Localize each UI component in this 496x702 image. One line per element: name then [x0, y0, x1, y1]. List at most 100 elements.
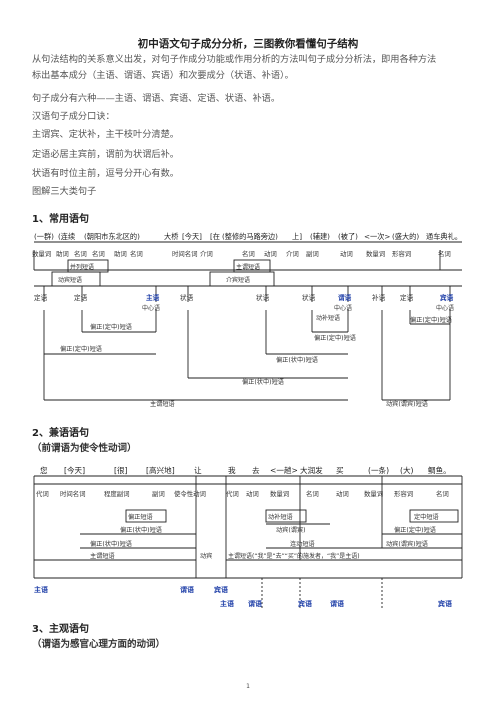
s1-role: 状语 [180, 293, 194, 302]
s1-pos: 时间名词 [172, 249, 198, 258]
s1-inner: 介宾短语 [226, 276, 250, 284]
s2-word: [很] [114, 466, 128, 475]
s1-pos: 介词 [200, 250, 213, 258]
s2-pos: 动词 [246, 490, 259, 498]
s2-role-subject: 主语 [220, 599, 234, 608]
s2-role-object: 宾语 [298, 599, 312, 608]
s1-pos: 名词 [74, 249, 87, 258]
s1-role-predicate: 谓语 [338, 293, 352, 302]
s2-pos: 名词 [436, 489, 449, 498]
s1-pos: 介词 [286, 250, 299, 258]
s2-word: 大润发 [300, 465, 323, 475]
s2-inner: 定中短语 [414, 513, 439, 521]
diagram-common-sentence: (一群) (连续 (朝阳市东北区的) 大桥 [今天] [在 (整修的马路旁边) … [32, 232, 462, 408]
s2-bracket: 主谓短语 [90, 552, 115, 560]
s1-word: 大桥 [164, 232, 178, 241]
s2-word: 去 [252, 465, 260, 475]
s1-zhongxin: 中心语 [436, 304, 454, 312]
s1-word: 通车典礼。 [426, 232, 462, 241]
s1-pos: 动词 [264, 250, 277, 258]
section3-subheading: （谓语为感官心理方面的动词） [32, 639, 166, 650]
s2-word: 让 [194, 465, 202, 475]
s2-word: 买 [336, 466, 344, 475]
s1-word: [今天] [182, 232, 202, 241]
s2-word: (一条) [368, 465, 389, 475]
s1-role: 状语 [256, 293, 270, 302]
s2-bracket: 主谓短语(“我”是“去”“买”的施发者，“我”是主语) [228, 552, 360, 560]
s1-bracket: 偏正(状中)短语 [242, 378, 284, 386]
s2-inner: 偏正(定中)短语 [394, 526, 436, 534]
s2-inner: 动宾(谓宾)短语 [386, 540, 428, 548]
intro-line-1: 从句法结构的关系意义出发，对句子作成分功能或作用分析的方法叫句子成分分析法，即用… [32, 54, 437, 65]
intro-line-7: 状语有时位主前，逗号分开心有数。 [32, 168, 179, 179]
page-number: 1 [246, 683, 250, 690]
s1-pos: 名词 [438, 249, 451, 258]
s2-pos: 时间名词 [60, 489, 86, 498]
s1-pos: 名词 [92, 249, 105, 258]
s2-word: (大) [400, 465, 414, 475]
s1-word: (盛大的) [392, 232, 419, 241]
s1-bracket: 偏正(状中)短语 [276, 356, 318, 364]
s2-role-predicate: 谓语 [248, 599, 262, 608]
s1-zhongxin: 中心语 [142, 304, 160, 312]
s2-bracket: 动宾 [200, 552, 212, 560]
intro-line-8: 图解三大类句子 [32, 186, 97, 197]
s2-word: 我 [228, 465, 236, 475]
s1-inner: 主谓短语 [236, 263, 260, 271]
s1-bracket: 偏正(定中)短语 [90, 323, 132, 331]
s1-pos: 助词 [56, 249, 69, 258]
s1-bracket: 偏正(定中)短语 [410, 316, 452, 324]
s1-pos: 形容词 [392, 249, 411, 258]
s2-inner: 偏正短语 [128, 513, 153, 521]
s1-pos: 名词 [242, 249, 255, 258]
section1-heading: 1、常用语句 [32, 214, 89, 225]
section2-heading: 2、兼语语句 [32, 428, 89, 439]
intro-line-2: 标出基本成分（主语、谓语、宾语）和次要成分（状语、补语）。 [32, 70, 294, 81]
s1-pos: 动词 [340, 250, 353, 258]
s2-role-predicate: 谓语 [180, 585, 194, 594]
s1-word: 上] [292, 232, 302, 241]
s1-inner: 并列短语 [70, 263, 94, 271]
s2-role-object: 宾语 [438, 599, 452, 608]
s2-inner: 连动短语 [290, 540, 315, 548]
intro-line-4: 汉语句子成分口诀： [32, 111, 115, 122]
s2-word: [高兴地] [146, 465, 175, 475]
s1-pos: 助词 [114, 249, 127, 258]
intro-line-3: 句子成分有六种——主语、谓语、宾语、定语、状语、补语。 [32, 93, 281, 104]
s1-word: (整修的马路旁边) [222, 232, 278, 241]
s2-word: [今天] [64, 465, 85, 475]
s1-word: (辅建) [310, 232, 330, 241]
s1-zhongxin: 中心语 [334, 304, 352, 312]
s2-pos: 动词 [336, 490, 349, 498]
s2-word: 鲷鱼。 [428, 465, 451, 475]
s1-role: 补语 [372, 293, 386, 302]
intro-line-6: 定语必居主宾前，谓前为状谓后补。 [32, 149, 179, 160]
s1-inner: 动补短语 [316, 314, 340, 322]
s1-inner: 动宾短语 [58, 276, 82, 284]
s1-word: [在 [210, 232, 220, 241]
s1-pos: 名词 [130, 249, 143, 258]
s1-role: 定语 [34, 293, 48, 302]
s2-inner: 偏正(状中)短语 [90, 540, 132, 548]
figure-pivotal-sentence: 您 [今天] [很] [高兴地] 让 我 去 <一趟> 大润发 买 (一条) (… [30, 460, 466, 610]
intro-line-5: 主谓宾、定状补，主干枝叶分清楚。 [32, 129, 179, 140]
s2-inner: 动补短语 [268, 513, 293, 521]
s1-pos: 数量词 [32, 249, 51, 258]
s1-role: 状语 [302, 293, 316, 302]
s2-inner: 动宾(谓宾) [276, 526, 306, 534]
s2-pos: 名词 [306, 489, 319, 498]
s1-word: (一群) [34, 232, 54, 241]
s2-pos: 数量词 [364, 489, 383, 498]
s2-role-subject: 主语 [34, 585, 48, 594]
s1-word: (朝阳市东北区的) [84, 232, 140, 241]
section3-heading: 3、主观语句 [32, 624, 89, 635]
s2-word: 您 [40, 465, 48, 475]
document-title: 初中语文句子成分分析，三图教你看懂句子结构 [137, 38, 359, 50]
s2-inner: 偏正(状中)短语 [120, 526, 162, 534]
section2-subheading: （前谓语为使令性动词） [32, 443, 137, 454]
s1-role: 定语 [400, 293, 414, 302]
s1-bracket: 动宾(谓宾)短语 [386, 400, 428, 408]
s1-pos: 副词 [306, 249, 319, 258]
s2-role-predicate: 谓语 [330, 599, 344, 608]
s2-pos: 数量词 [270, 489, 289, 498]
